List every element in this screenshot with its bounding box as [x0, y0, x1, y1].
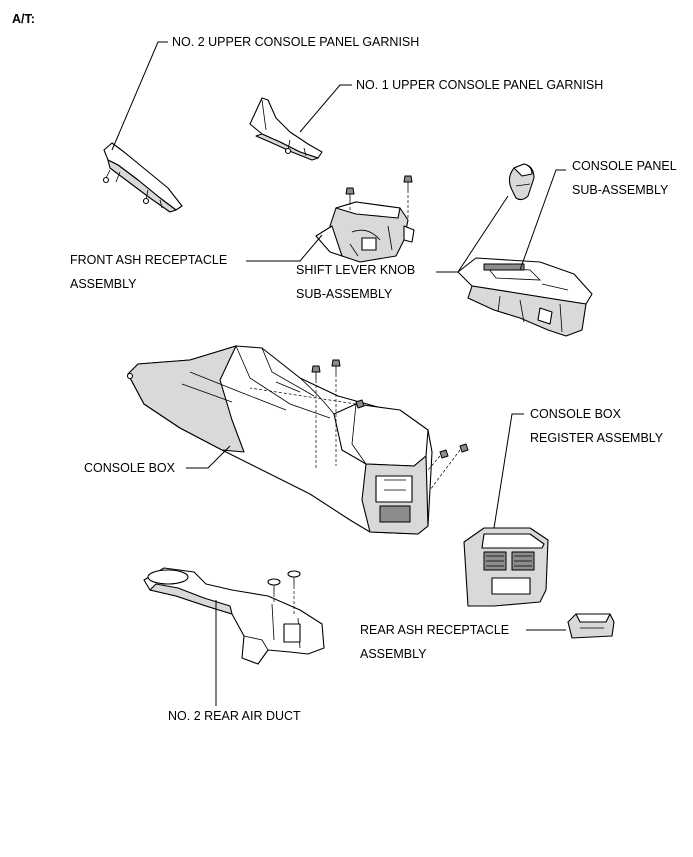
screw-icon [403, 175, 413, 190]
label-no1-upper-console-panel-garnish: NO. 1 UPPER CONSOLE PANEL GARNISH [356, 78, 603, 92]
label-shift-lever-knob-1: SHIFT LEVER KNOB [296, 263, 415, 277]
console-panel-part [457, 257, 593, 337]
label-console-box: CONSOLE BOX [84, 461, 176, 475]
label-console-box-register-2: REGISTER ASSEMBLY [530, 431, 664, 445]
label-console-box-register-1: CONSOLE BOX [530, 407, 622, 421]
screw-icon [439, 449, 449, 459]
screw-icon [355, 399, 365, 409]
label-rear-ash-receptacle-1: REAR ASH RECEPTACLE [360, 623, 509, 637]
shift-lever-knob-part [508, 163, 535, 201]
leader-no1-upper-garnish [299, 84, 352, 133]
label-console-panel-1: CONSOLE PANEL [572, 159, 677, 173]
screw-icon [345, 187, 355, 202]
leader-front-ash-receptacle [246, 234, 323, 262]
no1-upper-console-panel-garnish-part [249, 97, 323, 161]
label-no2-rear-air-duct: NO. 2 REAR AIR DUCT [168, 709, 301, 723]
clip-icon [267, 578, 281, 594]
console-box-register-part [463, 527, 549, 607]
leader-console-box-register [493, 413, 524, 529]
leader-console-box [186, 445, 231, 469]
front-ash-receptacle-part [315, 201, 415, 263]
clip-icon [287, 570, 301, 586]
no2-rear-air-duct-part [143, 567, 325, 665]
rear-ash-receptacle-part [567, 613, 615, 639]
label-no2-upper-console-panel-garnish: NO. 2 UPPER CONSOLE PANEL GARNISH [172, 35, 419, 49]
variant-header: A/T: [12, 12, 35, 26]
label-front-ash-receptacle-2: ASSEMBLY [70, 277, 137, 291]
label-rear-ash-receptacle-2: ASSEMBLY [360, 647, 427, 661]
label-console-panel-2: SUB-ASSEMBLY [572, 183, 669, 197]
screw-icon [331, 359, 341, 374]
no2-upper-console-panel-garnish-part [102, 142, 183, 213]
leader-console-panel [519, 169, 566, 271]
label-front-ash-receptacle-1: FRONT ASH RECEPTACLE [70, 253, 227, 267]
screw-icon [459, 443, 469, 453]
screw-icon [311, 365, 321, 380]
console-box-part [126, 345, 433, 535]
label-shift-lever-knob-2: SUB-ASSEMBLY [296, 287, 393, 301]
leader-no2-upper-garnish [111, 41, 168, 151]
